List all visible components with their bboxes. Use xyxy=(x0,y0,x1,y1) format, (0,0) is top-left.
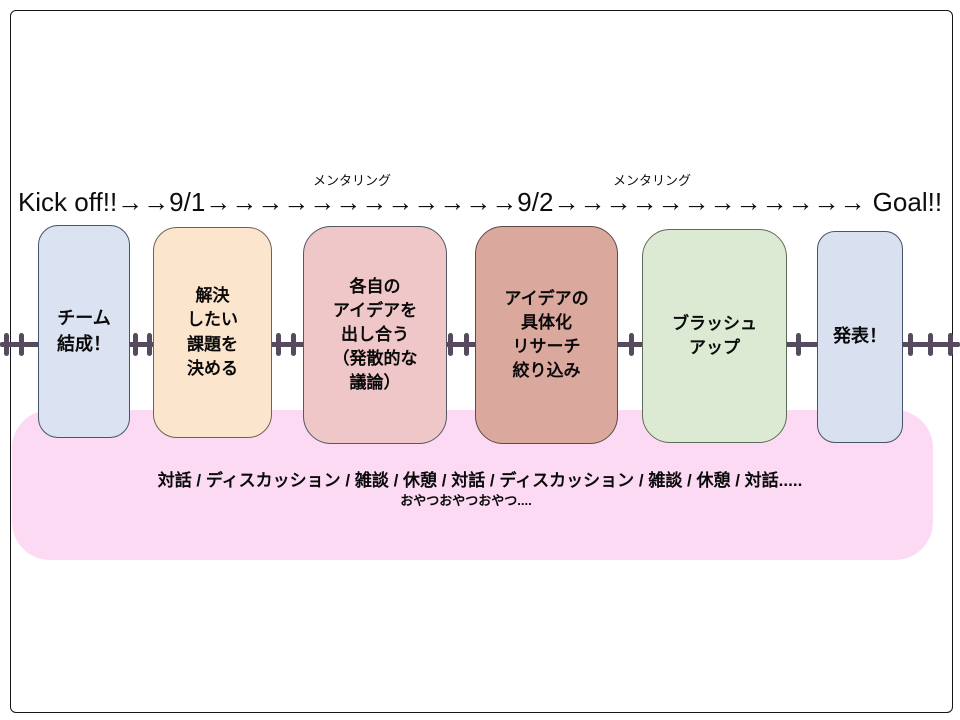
stage-label: チーム 結成！ xyxy=(57,307,111,354)
mentoring-label-1: メンタリング xyxy=(313,173,392,188)
track-tick xyxy=(908,333,913,356)
track-tick xyxy=(4,333,9,356)
activities-text: 対話 / ディスカッション / 雑談 / 休憩 / 対話 / ディスカッション … xyxy=(157,471,803,490)
track-tick xyxy=(147,333,152,356)
track-tick xyxy=(928,333,933,356)
stage-label: アイデアの 具体化 リサーチ 絞り込み xyxy=(504,288,589,381)
track-tick xyxy=(19,333,24,356)
slide-border xyxy=(10,10,953,713)
stage-label: 解決 したい 課題を 決める xyxy=(187,286,238,378)
snacks-text: おやつおやつおやつ.... xyxy=(400,493,532,508)
timeline-title: Kick off!!→→9/1→→→→→→→→→→→→9/2→→→→→→→→→→… xyxy=(17,187,943,217)
track-tick xyxy=(948,333,953,356)
stage-box-refine-ideas: アイデアの 具体化 リサーチ 絞り込み xyxy=(475,226,618,444)
mentoring-label-2: メンタリング xyxy=(613,173,692,188)
track-tick xyxy=(291,333,296,356)
stage-box-team-forming: チーム 結成！ xyxy=(38,225,130,438)
stage-box-presentation: 発表！ xyxy=(817,231,903,443)
stage-box-choose-problem: 解決 したい 課題を 決める xyxy=(153,227,272,438)
stage-label: 各自の アイデアを 出し合う （発散的な 議論） xyxy=(332,276,418,393)
track-tick xyxy=(629,333,634,356)
track-tick xyxy=(796,333,801,356)
stage-label: ブラッシュ アップ xyxy=(672,313,757,357)
track-tick xyxy=(133,333,138,356)
stage-box-share-ideas: 各自の アイデアを 出し合う （発散的な 議論） xyxy=(303,226,447,444)
stage-box-brush-up: ブラッシュ アップ xyxy=(642,229,787,443)
track-tick xyxy=(464,333,469,356)
track-tick xyxy=(276,333,281,356)
stage-label: 発表！ xyxy=(833,326,887,347)
track-tick xyxy=(448,333,453,356)
